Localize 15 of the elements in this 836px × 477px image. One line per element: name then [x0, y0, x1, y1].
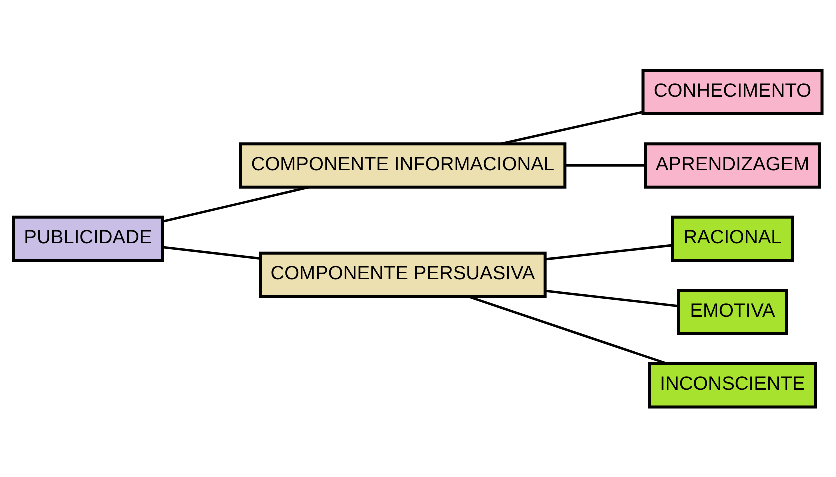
- node-box: CONHECIMENTO: [642, 68, 824, 116]
- node-box: APRENDIZAGEM: [644, 142, 822, 188]
- connector: [545, 289, 679, 307]
- connector: [162, 186, 310, 222]
- connector: [545, 244, 673, 260]
- node-box: RACIONAL: [671, 215, 794, 262]
- connector: [162, 246, 261, 260]
- node-box: COMPONENTE INFORMACIONAL: [239, 142, 567, 188]
- connector: [468, 295, 668, 365]
- node-box: EMOTIVA: [677, 288, 788, 335]
- node-box: INCONSCIENTE: [648, 362, 818, 408]
- connector: [500, 110, 643, 145]
- connector: [565, 164, 646, 166]
- node-box: PUBLICIDADE: [12, 215, 164, 262]
- node-box: COMPONENTE PERSUASIVA: [259, 251, 547, 298]
